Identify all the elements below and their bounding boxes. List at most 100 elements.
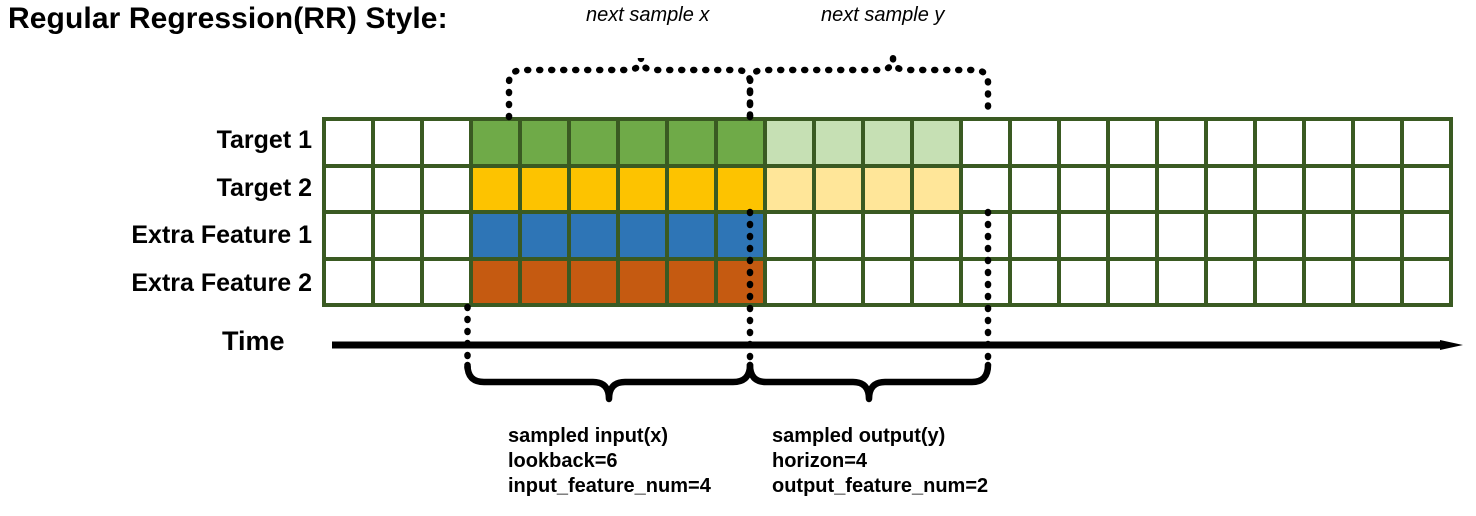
grid-cell — [1208, 214, 1253, 257]
grid-cell — [522, 260, 567, 303]
grid-cell — [375, 167, 420, 210]
grid-cell — [424, 260, 469, 303]
annotation-next-sample-x: next sample x — [586, 4, 710, 26]
grid-cell — [1110, 214, 1155, 257]
grid-cell — [620, 214, 665, 257]
grid-cell — [718, 167, 763, 210]
grid-cell — [1355, 214, 1400, 257]
grid-cell — [473, 167, 518, 210]
time-axis-label: Time — [222, 326, 285, 356]
grid-cell — [669, 260, 714, 303]
grid-cell — [1257, 121, 1302, 164]
grid-cell — [1012, 214, 1057, 257]
caption-output-line-3: output_feature_num=2 — [772, 475, 989, 497]
grid-cell — [767, 121, 812, 164]
grid-cell — [865, 121, 910, 164]
grid-cell — [571, 260, 616, 303]
caption-input-line-2: lookback=6 — [508, 450, 618, 472]
grid-cell — [1306, 121, 1351, 164]
row-label-target-1: Target 1 — [216, 126, 312, 154]
grid-cell — [522, 214, 567, 257]
grid-cell — [1306, 167, 1351, 210]
grid-cell — [326, 167, 371, 210]
grid-cell — [571, 214, 616, 257]
grid-cell — [816, 260, 861, 303]
grid-cell — [669, 214, 714, 257]
grid-cell — [473, 214, 518, 257]
caption-input-line-1: sampled input(x) — [508, 425, 669, 447]
caption-sampled-output: sampled output(y) horizon=4 output_featu… — [772, 424, 988, 499]
grid-cell — [1306, 214, 1351, 257]
grid-cell — [816, 167, 861, 210]
caption-output-line-1: sampled output(y) — [772, 425, 946, 447]
grid-cell — [1404, 260, 1449, 303]
grid-cell — [767, 214, 812, 257]
grid-cell — [865, 260, 910, 303]
grid-cell — [914, 121, 959, 164]
page-title: Regular Regression(RR) Style: — [8, 2, 448, 35]
grid-cell — [620, 260, 665, 303]
grid-cell — [424, 121, 469, 164]
grid-cell — [522, 167, 567, 210]
grid-cell — [1110, 121, 1155, 164]
grid-cell — [767, 167, 812, 210]
grid-cell — [326, 121, 371, 164]
grid-cell — [718, 260, 763, 303]
grid-cell — [816, 121, 861, 164]
grid-cell — [1159, 214, 1204, 257]
grid-cell — [1159, 260, 1204, 303]
timeline-grid — [322, 117, 1453, 307]
grid-cell — [1110, 167, 1155, 210]
grid-cell — [914, 214, 959, 257]
grid-cell — [424, 214, 469, 257]
grid-cell — [1404, 214, 1449, 257]
grid-cell — [375, 260, 420, 303]
grid-cell — [326, 214, 371, 257]
grid-cell — [620, 167, 665, 210]
grid-cell — [1208, 260, 1253, 303]
grid-cell — [718, 121, 763, 164]
grid-cell — [669, 167, 714, 210]
grid-cell — [1061, 121, 1106, 164]
grid-cell — [963, 121, 1008, 164]
grid-cell — [1257, 214, 1302, 257]
caption-sampled-input: sampled input(x) lookback=6 input_featur… — [508, 424, 711, 499]
grid-cell — [1355, 121, 1400, 164]
row-label-target-2: Target 2 — [216, 173, 312, 202]
grid-cell — [1110, 260, 1155, 303]
grid-cell — [1012, 260, 1057, 303]
grid-cell — [1012, 121, 1057, 164]
grid-cell — [1257, 260, 1302, 303]
grid-cell — [1257, 167, 1302, 210]
row-label-column: Target 1 Target 2 Extra Feature 1 Extra … — [0, 117, 312, 307]
grid-cell — [1355, 260, 1400, 303]
grid-cell — [865, 214, 910, 257]
grid-cell — [669, 121, 714, 164]
grid-cell — [718, 214, 763, 257]
grid-cell — [963, 167, 1008, 210]
grid-cell — [1404, 121, 1449, 164]
grid-cell — [914, 167, 959, 210]
grid-cell — [326, 260, 371, 303]
caption-output-line-2: horizon=4 — [772, 450, 868, 472]
grid-cell — [865, 167, 910, 210]
grid-cell — [1159, 121, 1204, 164]
grid-cell — [767, 260, 812, 303]
grid-cell — [1208, 167, 1253, 210]
grid-cell — [816, 214, 861, 257]
grid-cell — [963, 260, 1008, 303]
grid-cell — [1061, 260, 1106, 303]
grid-cell — [1061, 167, 1106, 210]
row-label-extra-feature-2: Extra Feature 2 — [131, 268, 312, 297]
grid-cell — [375, 214, 420, 257]
grid-cell — [571, 167, 616, 210]
grid-cell — [1355, 167, 1400, 210]
grid-cell — [1159, 167, 1204, 210]
grid-cell — [1061, 214, 1106, 257]
grid-cell — [914, 260, 959, 303]
grid-cell — [1208, 121, 1253, 164]
grid-cell — [473, 121, 518, 164]
grid-cell — [1012, 167, 1057, 210]
grid-cell — [1404, 167, 1449, 210]
